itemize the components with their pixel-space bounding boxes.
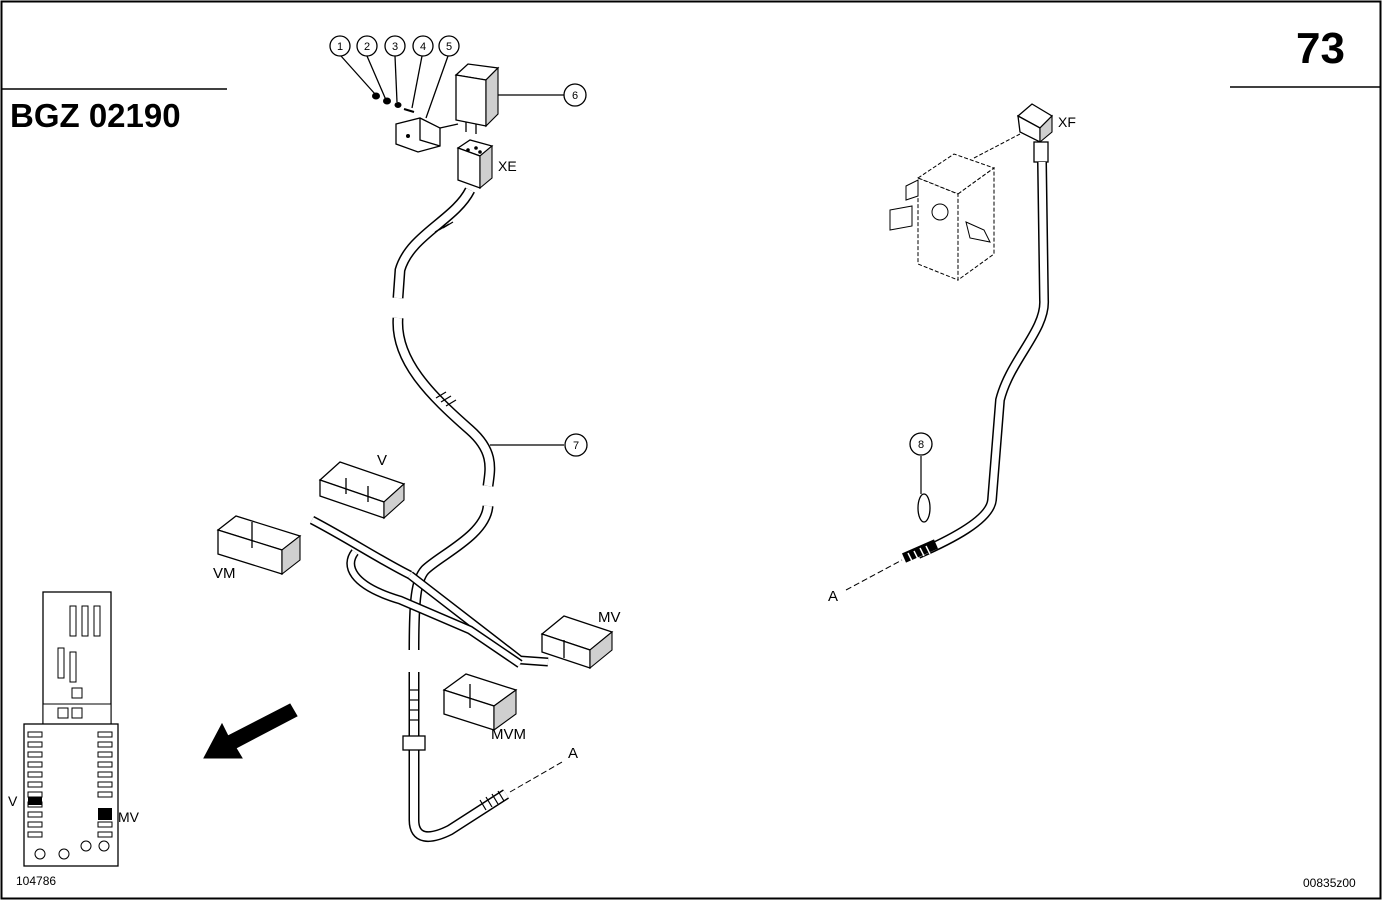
relay — [454, 63, 500, 134]
connector-mvm — [442, 673, 518, 732]
label-xf: XF — [1058, 114, 1076, 130]
label-v: V — [377, 452, 387, 469]
harness-tape-marks — [409, 221, 505, 811]
callout-7-label: 7 — [573, 440, 579, 452]
sensor-cable-tape — [907, 545, 931, 562]
inset-reference: 104786 — [16, 874, 56, 888]
label-vm: VM — [213, 565, 236, 582]
callout-7: 7 — [490, 433, 588, 457]
label-mvm: MVM — [491, 726, 526, 743]
wiring-harness — [309, 187, 549, 842]
section-line-right — [845, 559, 903, 591]
label-mv: MV — [598, 609, 621, 626]
callout-1: 1 — [329, 35, 376, 95]
drawing-id: 00835z00 — [1303, 876, 1356, 890]
direction-arrow-icon — [203, 703, 298, 759]
connector-v — [318, 461, 406, 520]
connector-xf — [1016, 103, 1054, 163]
section-line-left — [509, 761, 563, 793]
callout-3: 3 — [384, 35, 406, 103]
fasteners — [372, 92, 415, 113]
mounting-bracket — [395, 117, 459, 153]
inset-label-mv: MV — [118, 809, 140, 825]
callout-5: 5 — [425, 35, 460, 119]
location-inset — [23, 591, 119, 867]
inset-slot-mv — [98, 808, 112, 820]
cable-tie — [917, 456, 931, 523]
callout-3-label: 3 — [392, 41, 398, 53]
inset-slot-v — [28, 797, 42, 805]
callout-8: 8 — [909, 432, 933, 456]
callout-4: 4 — [411, 35, 434, 109]
connector-xe — [456, 139, 494, 190]
section-mark-left: A — [568, 745, 578, 762]
inset-label-v: V — [8, 793, 18, 809]
label-xe: XE — [498, 158, 517, 174]
document-code: BGZ 02190 — [10, 97, 181, 134]
callout-6: 6 — [498, 83, 587, 107]
callout-8-label: 8 — [918, 439, 924, 451]
callout-5-label: 5 — [446, 41, 452, 53]
callout-4-label: 4 — [420, 41, 426, 53]
callout-6-label: 6 — [572, 90, 578, 102]
callout-2: 2 — [356, 35, 387, 101]
callout-2-label: 2 — [364, 41, 370, 53]
callout-1-label: 1 — [337, 41, 343, 53]
connector-mv — [540, 615, 614, 670]
section-mark-right: A — [828, 588, 838, 605]
valve-block — [889, 133, 1021, 281]
connector-vm — [216, 515, 302, 576]
page-number: 73 — [1296, 24, 1345, 73]
